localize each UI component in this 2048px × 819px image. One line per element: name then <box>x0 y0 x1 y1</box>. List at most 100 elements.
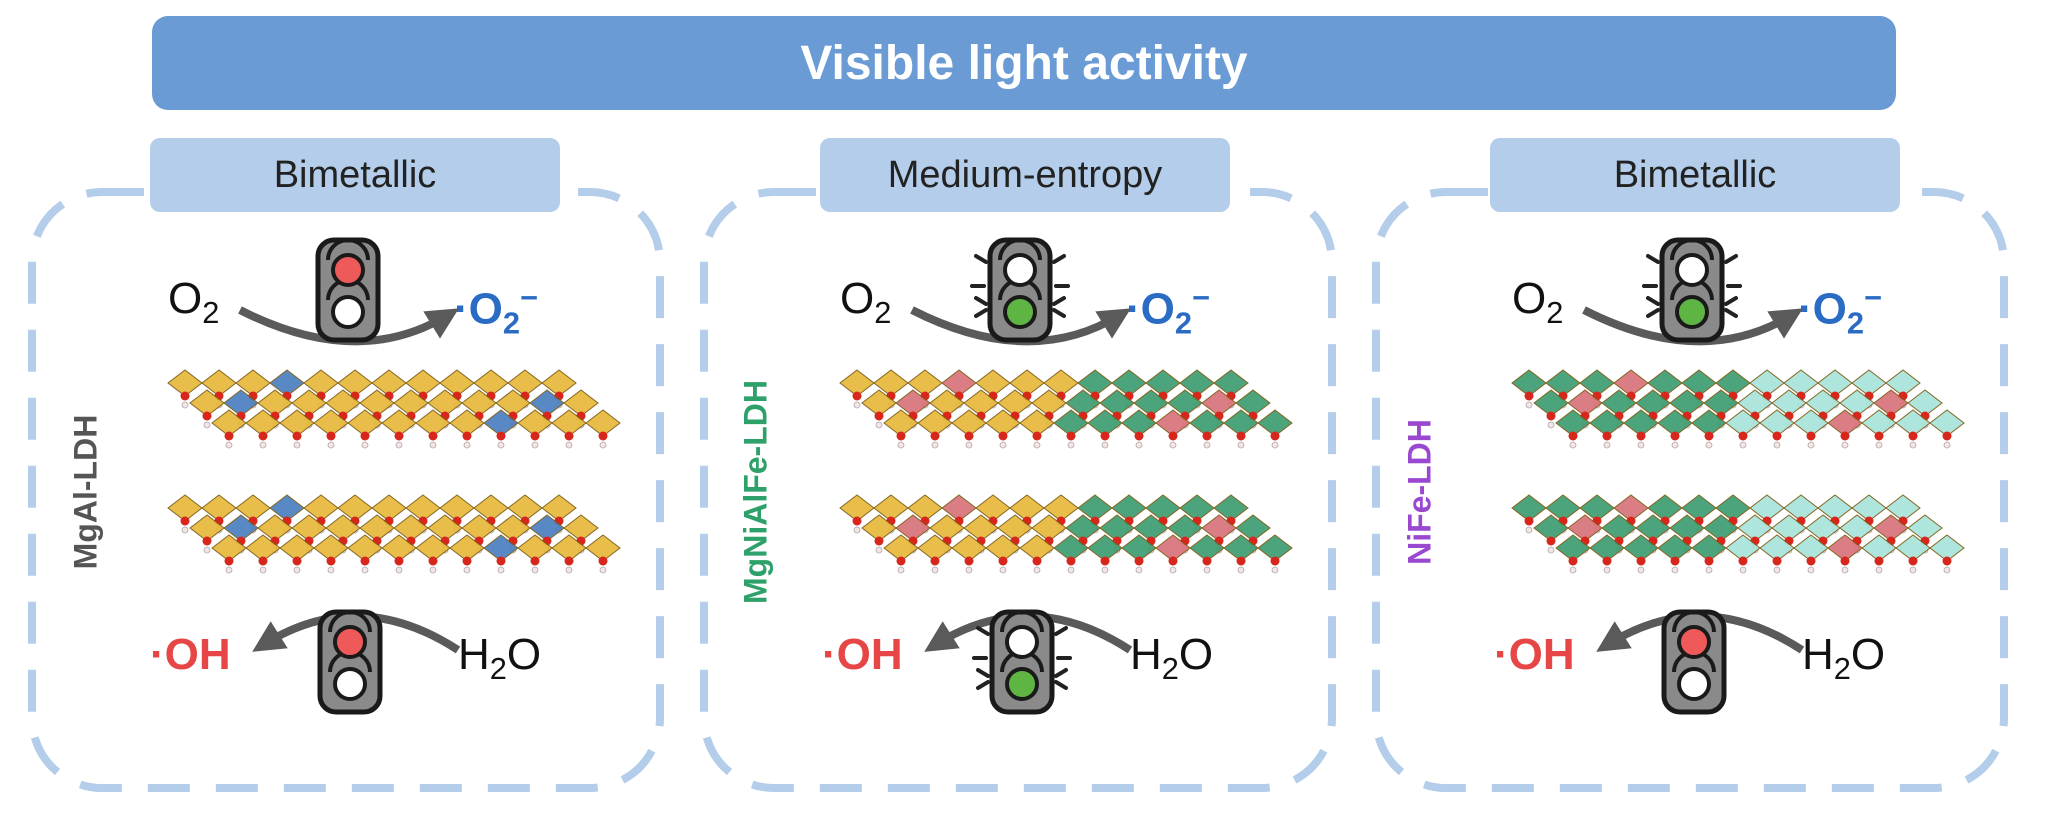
hydrogen-atom <box>565 566 573 574</box>
hydrogen-atom <box>599 566 607 574</box>
traffic-light-top <box>1642 237 1742 343</box>
ldh-layer-upper <box>839 369 1293 449</box>
oxygen-atom <box>1908 556 1918 566</box>
oxygen-atom <box>224 556 234 566</box>
traffic-light-bottom <box>972 609 1072 715</box>
hydrogen-atom <box>853 526 861 534</box>
hydrogen-atom <box>897 566 905 574</box>
oxygen-atom <box>1546 536 1556 546</box>
hydrogen-atom <box>1841 566 1849 574</box>
hydrogen-atom <box>181 401 189 409</box>
oxygen-atom <box>1738 431 1748 441</box>
hydrogen-atom <box>1033 566 1041 574</box>
octahedron <box>1235 514 1271 542</box>
octahedron <box>1885 494 1921 522</box>
oxygen-atom <box>1270 556 1280 566</box>
hydrogen-atom <box>181 526 189 534</box>
category-tab: Bimetallic <box>1490 138 1900 212</box>
hydrogen-atom <box>463 441 471 449</box>
glow-ray <box>976 668 990 678</box>
hydrogen-atom <box>203 546 211 554</box>
o2-reactant: O2 <box>168 274 220 330</box>
oxygen-atom <box>1202 556 1212 566</box>
oxygen-atom <box>428 431 438 441</box>
hydrogen-atom <box>931 566 939 574</box>
octahedron <box>1929 409 1965 437</box>
category-label: Bimetallic <box>1613 153 1777 196</box>
traffic-light-bottom <box>317 609 383 715</box>
oxygen-atom <box>874 411 884 421</box>
oxygen-atom <box>530 431 540 441</box>
hydrogen-atom <box>1943 441 1951 449</box>
hydrogen-atom <box>1603 441 1611 449</box>
oxygen-atom <box>1670 431 1680 441</box>
hydrogen-atom <box>395 566 403 574</box>
category-label: Medium-entropy <box>887 153 1163 196</box>
hydrogen-atom <box>225 566 233 574</box>
hydrogen-atom <box>395 441 403 449</box>
oxygen-atom <box>852 516 862 526</box>
octahedron <box>585 534 621 562</box>
signal-lamp-top <box>1675 253 1709 287</box>
hydrogen-atom <box>875 421 883 429</box>
hydrogen-atom <box>203 421 211 429</box>
oxygen-atom <box>462 431 472 441</box>
hydrogen-atom <box>1773 566 1781 574</box>
oxygen-atom <box>326 556 336 566</box>
hydrogen-atom <box>853 401 861 409</box>
oxygen-atom <box>202 536 212 546</box>
hydrogen-atom <box>897 441 905 449</box>
hydrogen-atom <box>497 566 505 574</box>
hydrogen-atom <box>327 441 335 449</box>
hydrogen-atom <box>1943 566 1951 574</box>
oxygen-atom <box>598 431 608 441</box>
oxygen-atom <box>1066 556 1076 566</box>
oxygen-atom <box>394 556 404 566</box>
hydrogen-atom <box>875 546 883 554</box>
oxygen-atom <box>1942 556 1952 566</box>
oxygen-atom <box>1524 516 1534 526</box>
oxygen-atom <box>326 431 336 441</box>
glow-ray <box>974 254 988 264</box>
hydrogen-atom <box>1067 441 1075 449</box>
hydrogen-atom <box>1169 566 1177 574</box>
oxygen-atom <box>1032 556 1042 566</box>
h2o-reactant: H2O <box>1802 630 1886 686</box>
octahedron <box>1213 494 1249 522</box>
hydrogen-atom <box>1547 421 1555 429</box>
hydroxyl-product: ·OH <box>1494 630 1575 679</box>
category-tab: Medium-entropy <box>820 138 1230 212</box>
o2-reactant: O2 <box>1512 274 1564 330</box>
traffic-light-bottom <box>1661 609 1727 715</box>
hydrogen-atom <box>965 441 973 449</box>
hydrogen-atom <box>1569 441 1577 449</box>
oxygen-atom <box>1636 431 1646 441</box>
visor <box>998 238 1042 261</box>
oxygen-atom <box>598 556 608 566</box>
title-text: Visible light activity <box>800 36 1248 90</box>
hydrogen-atom <box>1271 441 1279 449</box>
hydrogen-atom <box>1101 566 1109 574</box>
hydrogen-atom <box>1671 441 1679 449</box>
superoxide-product: ·O2− <box>1798 280 1883 341</box>
title-banner: Visible light activity <box>152 16 1896 110</box>
hydrogen-atom <box>1525 401 1533 409</box>
hydrogen-atom <box>1603 566 1611 574</box>
oxygen-atom <box>1806 431 1816 441</box>
hydrogen-atom <box>293 566 301 574</box>
signal-lamp-top <box>1005 625 1039 659</box>
hydrogen-atom <box>1739 566 1747 574</box>
glow-ray <box>974 296 988 306</box>
oxygen-atom <box>1270 431 1280 441</box>
oxygen-atom <box>930 431 940 441</box>
oxygen-atom <box>998 431 1008 441</box>
visor <box>326 238 370 261</box>
oxygen-atom <box>1704 556 1714 566</box>
oxygen-atom <box>202 411 212 421</box>
o2-reactant: O2 <box>840 274 892 330</box>
oxygen-atom <box>1840 431 1850 441</box>
oxygen-atom <box>852 391 862 401</box>
hydrogen-atom <box>1875 441 1883 449</box>
oxygen-atom <box>964 431 974 441</box>
glow-ray <box>976 680 990 690</box>
